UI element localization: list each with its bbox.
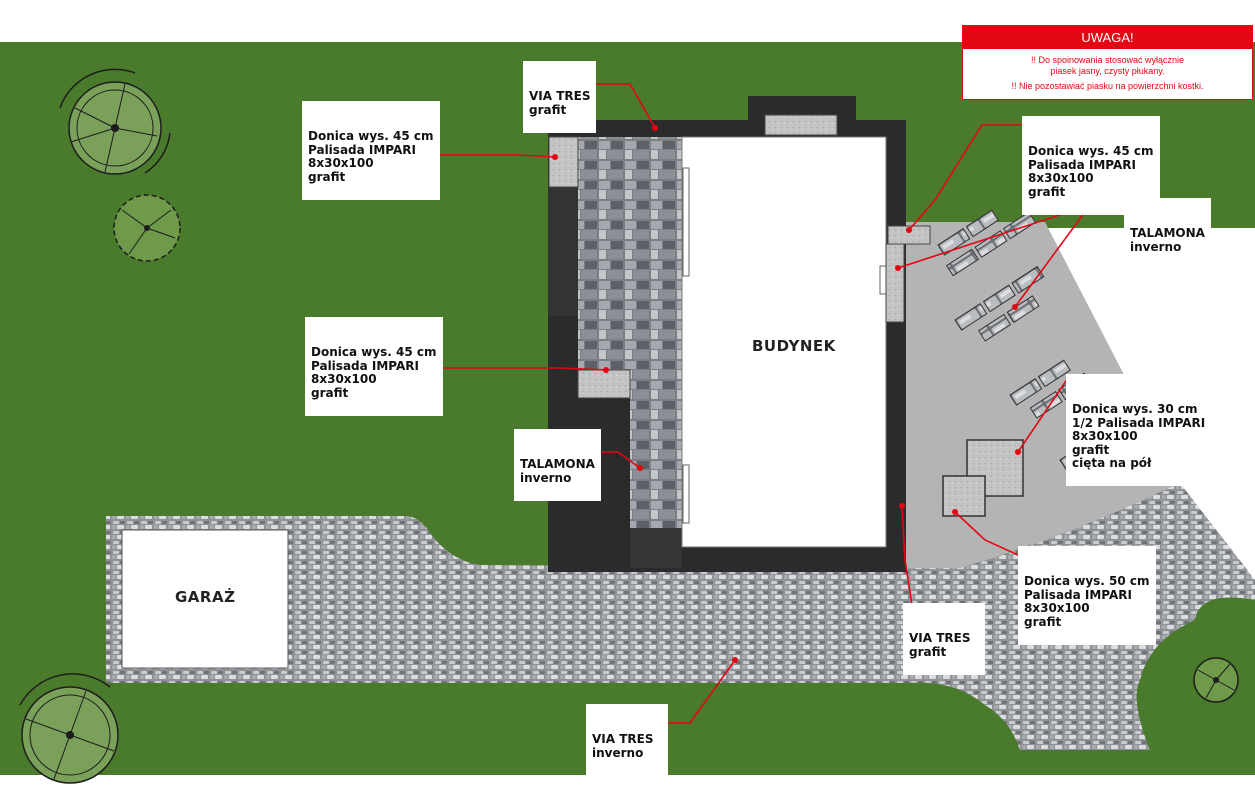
- leader-donica-right: [908, 124, 1025, 231]
- tree-small-left: [113, 194, 181, 262]
- leader-dots: [552, 125, 1021, 663]
- planter-right-top: [887, 225, 931, 245]
- notice-title: UWAGA!: [963, 26, 1252, 49]
- building-label: BUDYNEK: [752, 337, 836, 355]
- notice-box: UWAGA! !! Do spoinowania stosować wyłącz…: [962, 25, 1253, 100]
- planter-50cm: [942, 475, 986, 517]
- planter-top-left: [548, 136, 579, 188]
- planter-top-center: [764, 114, 838, 136]
- garage-label: GARAŻ: [175, 588, 236, 606]
- leader-talamona-right-2: [897, 204, 1091, 269]
- building: [681, 136, 887, 548]
- window-left-1: [682, 167, 690, 277]
- leader-via-tres-bottom: [901, 505, 913, 606]
- via-tres-grafit-left-ext: [548, 186, 578, 316]
- planter-mid-left: [577, 369, 631, 399]
- notice-line-3: !! Nie pozostawiać piasku na powierzchni…: [1011, 81, 1204, 91]
- notice-line-1: !! Do spoinowania stosować wyłącznie: [1030, 55, 1185, 65]
- leader-via-tres-top: [580, 83, 656, 129]
- steps-left: [630, 528, 682, 568]
- window-left-2: [682, 464, 690, 524]
- tree-top-left: [59, 68, 171, 175]
- driveway-inverno: [106, 483, 1255, 750]
- talamona-inverno-left: [578, 137, 682, 528]
- planter-right-side: [885, 243, 905, 323]
- tree-bottom-right: [1193, 657, 1239, 703]
- stepping-tiles-row2: [954, 265, 1045, 342]
- leader-donica-50: [954, 511, 1019, 556]
- tree-bottom-left: [19, 673, 119, 784]
- stepping-tiles: [937, 209, 1037, 277]
- leader-donica-30: [1017, 377, 1069, 453]
- garage: [121, 529, 289, 669]
- notice-line-2: piasek jasny, czysty płukany.: [1050, 66, 1165, 76]
